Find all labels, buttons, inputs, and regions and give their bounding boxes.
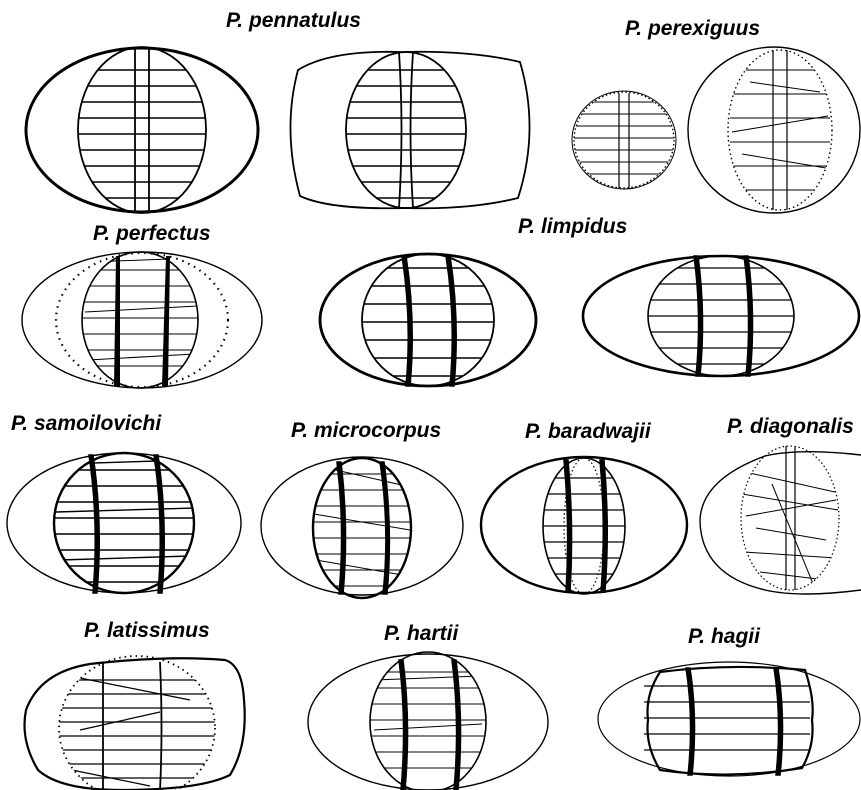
pollen-perexiguus-large xyxy=(688,47,860,213)
pollen-latissimus xyxy=(25,656,245,790)
pollen-perfectus xyxy=(22,252,262,388)
pollen-pennatulus-oblique xyxy=(290,52,529,209)
pollen-limpidus-left xyxy=(320,254,536,386)
pollen-limpidus-right xyxy=(583,256,859,376)
pollen-hagii xyxy=(598,662,860,776)
label-p-perexiguus: P. perexiguus xyxy=(625,17,760,40)
label-p-hagii: P. hagii xyxy=(688,625,761,648)
pollen-diagonalis xyxy=(700,446,861,594)
label-p-baradwajii: P. baradwajii xyxy=(525,420,652,443)
pollen-baradwajii xyxy=(481,457,687,594)
label-p-pennatulus: P. pennatulus xyxy=(226,9,361,32)
label-p-hartii: P. hartii xyxy=(384,622,459,645)
pollen-pennatulus-equatorial xyxy=(26,47,258,213)
pollen-samoilovichi xyxy=(7,453,241,593)
label-p-perfectus: P. perfectus xyxy=(93,222,211,245)
pollen-hartii xyxy=(308,652,548,790)
label-p-latissimus: P. latissimus xyxy=(84,619,210,642)
label-p-diagonalis: P. diagonalis xyxy=(727,415,854,438)
label-p-microcorpus: P. microcorpus xyxy=(291,419,441,442)
pollen-microcorpus xyxy=(261,457,463,598)
label-p-limpidus: P. limpidus xyxy=(518,215,627,238)
label-p-samoilovichi: P. samoilovichi xyxy=(11,412,162,435)
pollen-perexiguus-small xyxy=(570,91,680,189)
